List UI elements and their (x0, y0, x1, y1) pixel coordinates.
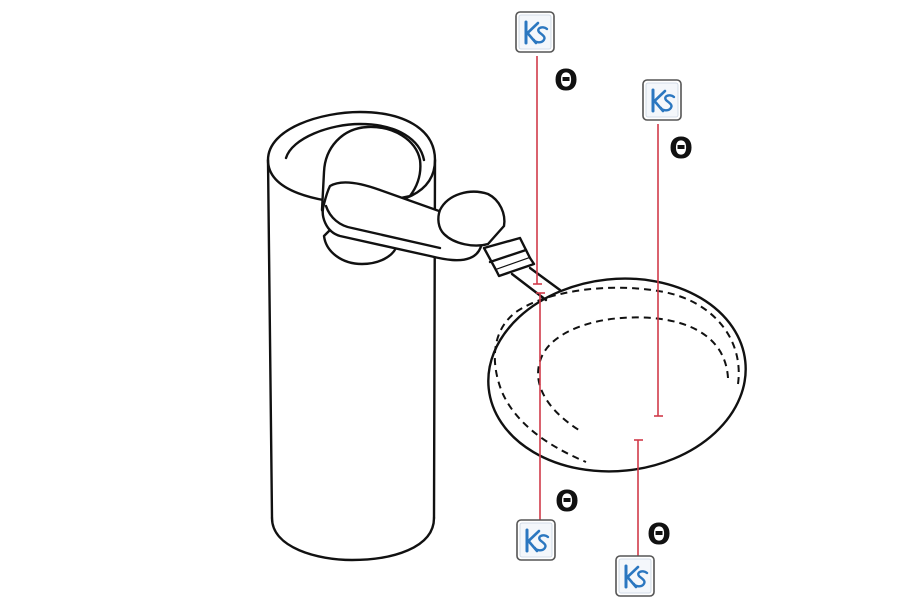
marker-2: Θ (641, 78, 693, 165)
marker-2-symbol: Θ (669, 132, 693, 165)
ks-logo-icon (514, 10, 556, 54)
marker-4: Θ (614, 518, 671, 598)
marker-1-symbol: Θ (554, 64, 578, 97)
ks-logo-icon (515, 518, 557, 562)
marker-4-symbol: Θ (647, 518, 671, 551)
spout-arm (320, 125, 562, 302)
marker-3-symbol: Θ (555, 485, 579, 518)
ks-logo-icon (614, 554, 656, 598)
ks-logo-icon (641, 78, 683, 122)
dimension-lines (533, 56, 663, 556)
marker-1: Θ (514, 10, 578, 97)
ring-bowl (487, 277, 747, 473)
marker-3: Θ (515, 485, 579, 562)
